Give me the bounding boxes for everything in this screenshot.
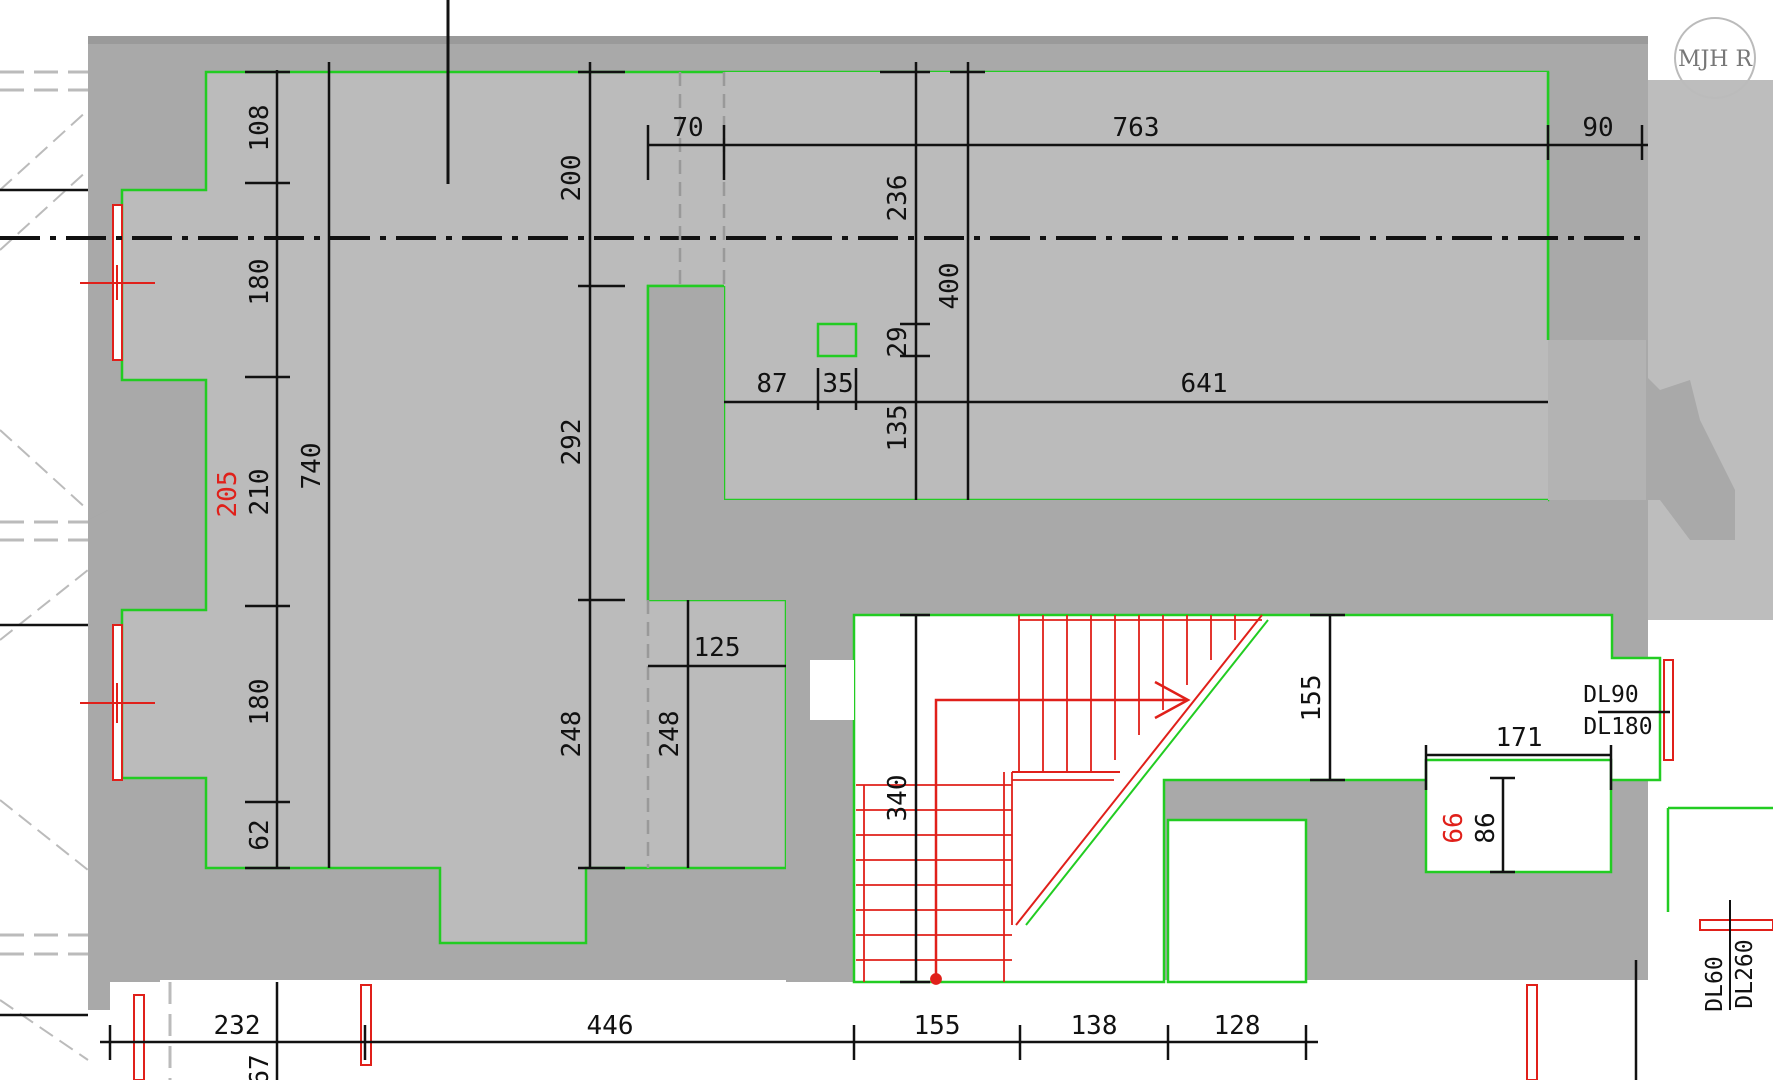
opening-dl260: DL260: [1732, 939, 1758, 1008]
dim-29: 29: [883, 326, 913, 357]
dim-400: 400: [935, 263, 965, 310]
stair-hall: [852, 613, 1662, 984]
window-right-lower: [1699, 919, 1773, 931]
dim-90: 90: [1582, 113, 1613, 143]
dim-340: 340: [883, 775, 913, 822]
dim-200: 200: [557, 155, 587, 202]
dim-232: 232: [214, 1011, 261, 1041]
dim-236: 236: [883, 175, 913, 222]
dim-763: 763: [1113, 113, 1160, 143]
opening-dl90: DL90: [1583, 682, 1638, 708]
dim-205: 205: [213, 471, 243, 518]
dim-155-horizontal: 155: [914, 1011, 961, 1041]
logo-letters: MJH R: [1678, 47, 1754, 72]
upper-right-recess: [1548, 340, 1646, 500]
dim-125: 125: [694, 633, 741, 663]
window-right: [1663, 659, 1674, 761]
dim-248-b: 248: [655, 711, 685, 758]
pillar: [648, 286, 1548, 982]
left-wall-profile: [88, 36, 160, 1010]
niche-room: [1424, 758, 1613, 874]
dim-86: 86: [1471, 812, 1501, 843]
window-bottom-1: [133, 994, 145, 1080]
dim-180-upper: 180: [245, 259, 275, 306]
dim-70: 70: [672, 113, 703, 143]
dim-740: 740: [297, 443, 327, 490]
dim-138: 138: [1071, 1011, 1118, 1041]
dim-446: 446: [587, 1011, 634, 1041]
dim-67: 67: [245, 1054, 275, 1080]
dim-641: 641: [1181, 369, 1228, 399]
dim-108: 108: [245, 105, 275, 152]
staircase: [856, 614, 1269, 985]
opening-dl60: DL60: [1702, 956, 1728, 1011]
room-upper-right: [724, 72, 1548, 500]
logo: MJH R: [1674, 17, 1756, 99]
dim-87: 87: [756, 369, 787, 399]
dim-135: 135: [883, 405, 913, 452]
dim-171: 171: [1496, 723, 1543, 753]
dim-35: 35: [822, 369, 853, 399]
room-lower-right: [1668, 808, 1773, 1080]
opening-tags: DL90 DL180 DL60 DL260: [1583, 682, 1758, 1012]
dim-248-a: 248: [557, 711, 587, 758]
dimension-lines: [0, 62, 1670, 1080]
dim-180-lower: 180: [245, 679, 275, 726]
exterior-left: [0, 0, 89, 1080]
dim-128: 128: [1214, 1011, 1261, 1041]
small-column: [816, 322, 858, 358]
dim-155-vertical: 155: [1297, 675, 1327, 722]
opening-dl180: DL180: [1583, 714, 1652, 740]
dim-66: 66: [1439, 812, 1469, 843]
dim-292: 292: [557, 419, 587, 466]
dim-210: 210: [245, 469, 275, 516]
bottom-cabinet: [1166, 818, 1308, 984]
dim-62: 62: [245, 819, 275, 850]
window-bottom-3: [1526, 984, 1538, 1080]
bottom-strip: [110, 982, 1773, 1080]
dimension-labels: 108 180 210 180 62 740 205 200 292 248 2…: [213, 105, 1614, 1080]
